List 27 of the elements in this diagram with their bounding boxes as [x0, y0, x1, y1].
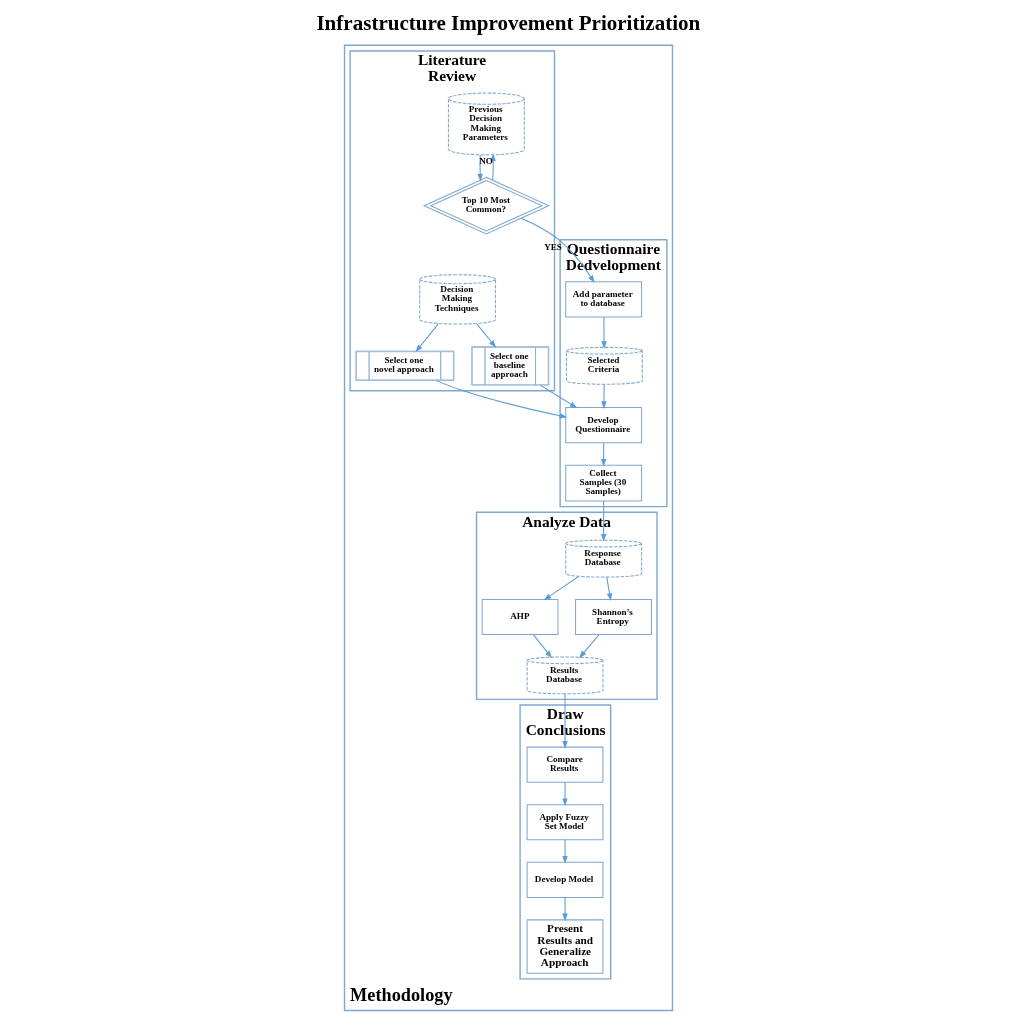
arrow [600, 316, 607, 350]
node-box: AHP [481, 598, 559, 636]
node-box: Compare Results [526, 746, 603, 783]
node-box: Apply Fuzzy Set Model [526, 804, 603, 841]
arrow [561, 897, 568, 922]
arrow [605, 576, 612, 601]
node-box: Present Results and Generalize Approach [526, 919, 603, 974]
arrow [600, 383, 607, 410]
arrow [539, 384, 578, 409]
arrow [561, 839, 568, 864]
arrow [520, 217, 595, 283]
node-box: Collect Samples (30 Samples) [564, 464, 642, 502]
arrow [543, 576, 579, 601]
arrow [477, 154, 483, 182]
arrow [600, 442, 606, 467]
edge-label: NO [478, 156, 493, 167]
arrow [578, 634, 599, 659]
arrow [476, 323, 496, 348]
node-box: Develop Model [526, 861, 603, 898]
arrow [561, 693, 568, 749]
diagram-title: Infrastructure Improvement Prioritization [315, 10, 700, 35]
node-box: Shannon’s Entropy [574, 598, 652, 636]
arrow [532, 634, 552, 659]
node-box: Develop Questionnaire [564, 407, 642, 444]
node-box: Add parameter to database [564, 281, 642, 318]
arrow [414, 323, 439, 353]
arrow [561, 781, 568, 807]
